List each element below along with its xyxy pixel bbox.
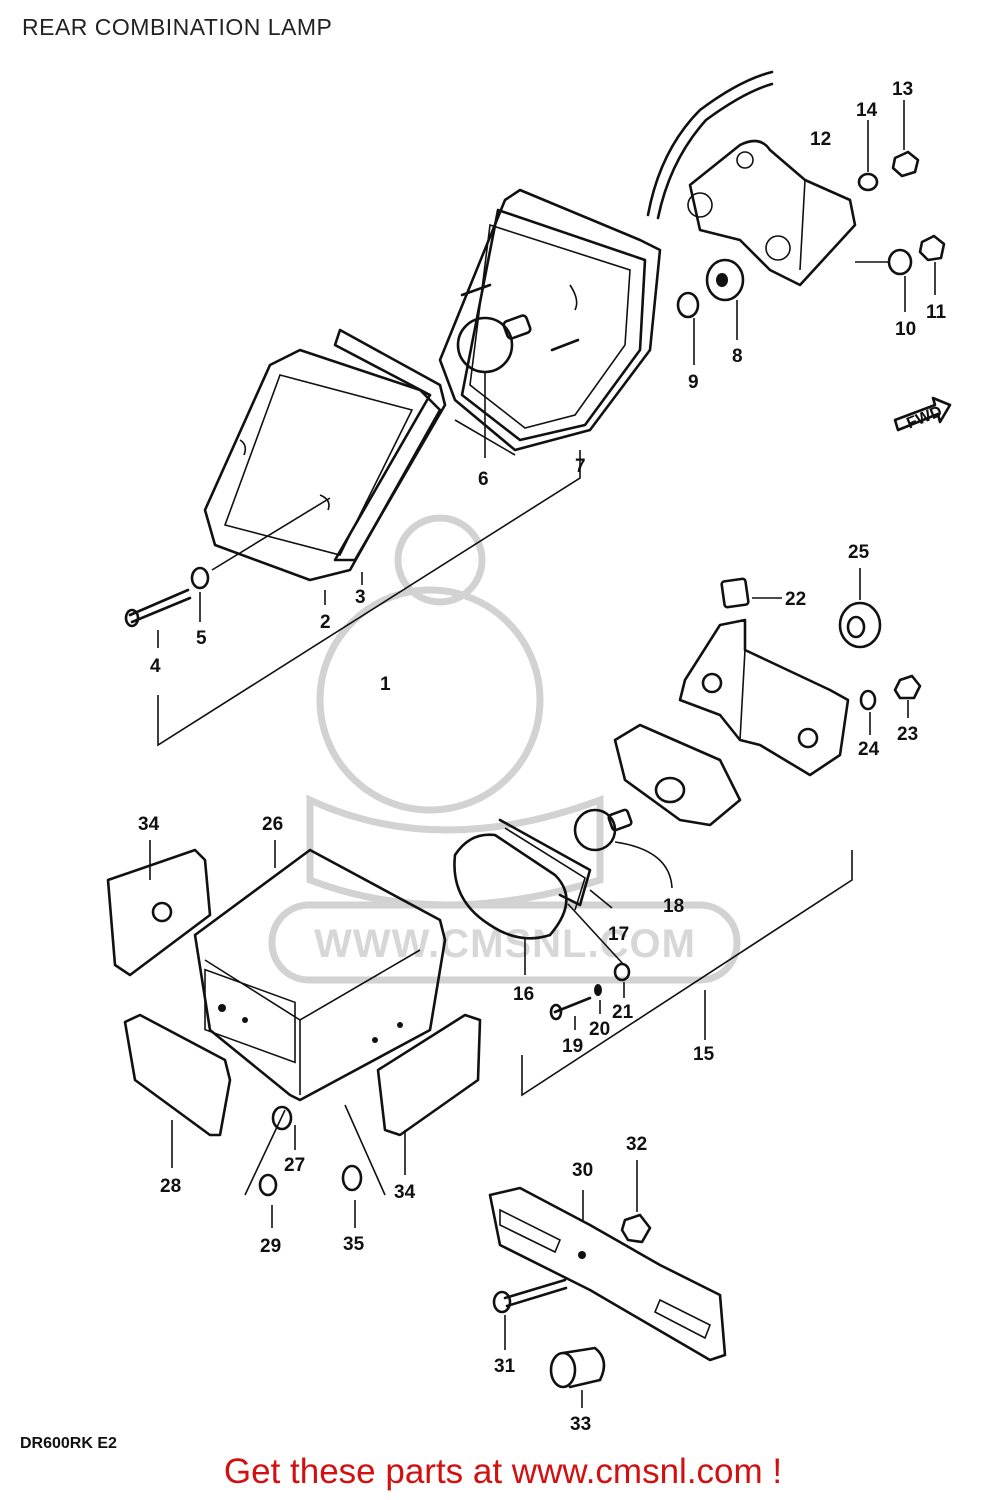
callout-16: 16 — [513, 984, 534, 1005]
callout-4: 4 — [150, 656, 161, 677]
model-code: DR600RK E2 — [20, 1435, 117, 1452]
nut-32 — [620, 1160, 652, 1244]
hardware-13-14 — [855, 100, 946, 312]
license-bracket — [678, 618, 850, 777]
gasket-3 — [333, 328, 447, 562]
callout-13: 13 — [892, 79, 913, 100]
callout-22: 22 — [785, 589, 806, 610]
callout-28: 28 — [160, 1176, 181, 1197]
callout-21: 21 — [612, 1002, 634, 1023]
callout-15: 15 — [693, 1044, 715, 1065]
reflector-34-top — [106, 840, 212, 977]
callout-27: 27 — [284, 1155, 305, 1176]
callout-5: 5 — [196, 628, 207, 649]
callout-30: 30 — [572, 1160, 593, 1181]
callout-8: 8 — [732, 346, 743, 367]
grommet-25 — [838, 568, 882, 649]
bracket-12 — [687, 139, 857, 287]
plate-holder-26 — [193, 840, 447, 1102]
lens-16 — [453, 818, 592, 975]
callout-18: 18 — [663, 896, 684, 917]
fwd-arrow: FWD — [893, 396, 952, 433]
screw-4 — [124, 588, 192, 648]
cap-22 — [720, 577, 782, 609]
leader-1 — [157, 450, 581, 747]
callout-labels: 1 2 3 4 5 6 7 8 9 10 11 12 13 14 15 16 1… — [138, 79, 947, 1435]
callout-2: 2 — [320, 612, 331, 633]
lens-2 — [203, 348, 442, 582]
bulb-6 — [456, 283, 580, 458]
callout-26: 26 — [262, 814, 283, 835]
callout-35: 35 — [343, 1234, 365, 1255]
reflector-28 — [123, 1013, 232, 1168]
lamp-housing-7 — [438, 188, 662, 456]
bracket-30 — [488, 1186, 727, 1362]
callout-25: 25 — [848, 542, 870, 563]
bulb-18 — [573, 808, 673, 889]
callout-17: 17 — [608, 924, 629, 945]
callout-34-top: 34 — [138, 814, 160, 835]
callout-32: 32 — [626, 1134, 647, 1155]
footer-link[interactable]: Get these parts at www.cmsnl.com ! — [223, 1452, 783, 1491]
callout-31: 31 — [494, 1356, 516, 1377]
hardware-23-24 — [859, 674, 922, 735]
callout-6: 6 — [478, 469, 489, 490]
grommet-8-9 — [676, 258, 745, 365]
callout-10: 10 — [895, 319, 916, 340]
fwd-label: FWD — [904, 403, 944, 432]
callout-34-side: 34 — [394, 1182, 416, 1203]
callout-23: 23 — [897, 724, 918, 745]
callout-11: 11 — [926, 302, 947, 323]
callout-1: 1 — [380, 674, 391, 695]
callout-19: 19 — [562, 1036, 583, 1057]
callout-12: 12 — [810, 129, 831, 150]
gasket-17 — [504, 827, 613, 911]
leader-15 — [521, 850, 853, 1097]
callout-20: 20 — [589, 1019, 610, 1040]
watermark: WWW.CMSNL.COM — [268, 514, 741, 984]
lamp-wire — [646, 70, 774, 217]
lamp-housing-small — [613, 723, 742, 827]
callout-29: 29 — [260, 1236, 281, 1257]
screw-19-20-21 — [549, 903, 631, 1030]
callout-24: 24 — [858, 739, 880, 760]
reflector-34-side — [376, 1013, 482, 1175]
callout-33: 33 — [570, 1414, 591, 1435]
bolt-31 — [492, 1278, 568, 1350]
callout-7: 7 — [575, 456, 586, 477]
callout-14: 14 — [856, 100, 878, 121]
spacer-33 — [549, 1346, 606, 1408]
callout-9: 9 — [688, 372, 699, 393]
watermark-text: WWW.CMSNL.COM — [314, 922, 696, 966]
screws-27-29-35 — [244, 1104, 386, 1228]
page-title: REAR COMBINATION LAMP — [22, 14, 333, 40]
washer-5 — [190, 497, 331, 622]
callout-3: 3 — [355, 587, 366, 608]
